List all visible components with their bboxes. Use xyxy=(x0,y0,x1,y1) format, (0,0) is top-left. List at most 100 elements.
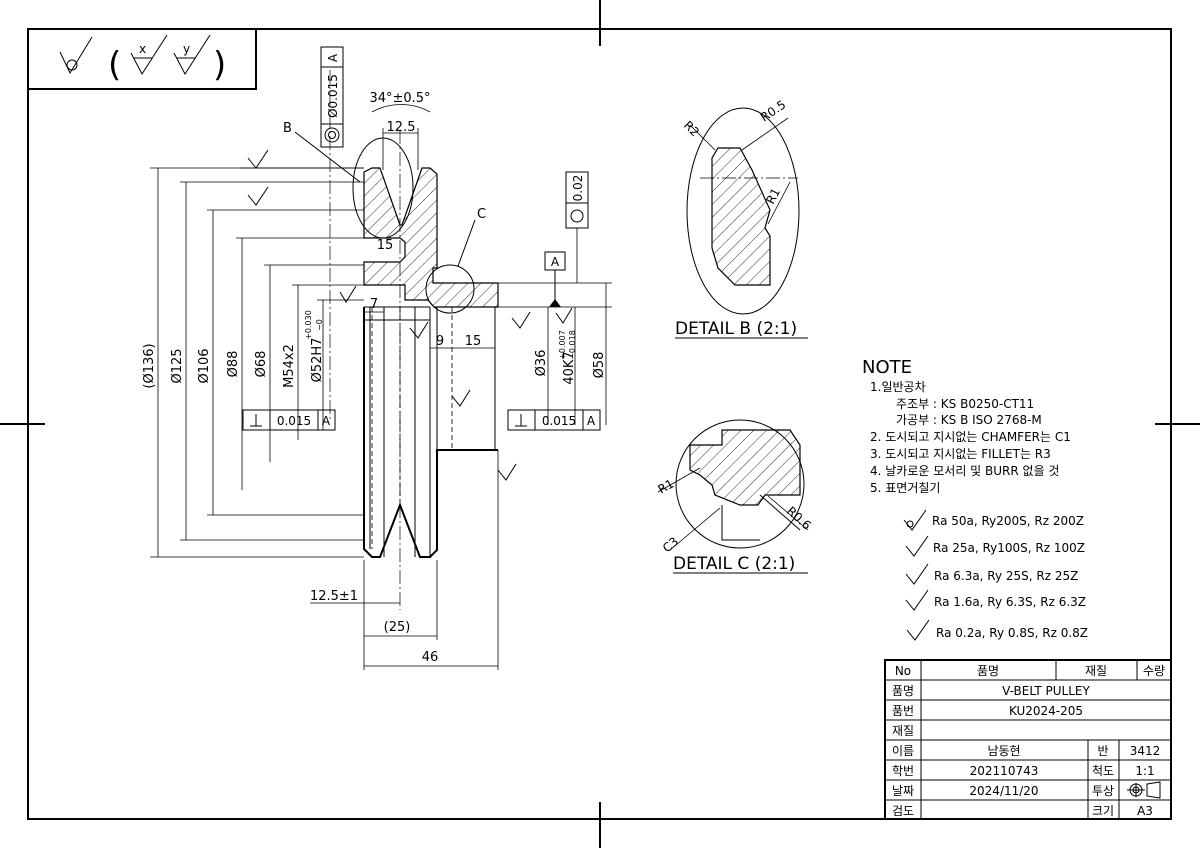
notes: NOTE 1.일반공차 주조부 : KS B0250-CT11 가공부 : KS… xyxy=(862,357,1088,641)
tb-v-class: 3412 xyxy=(1130,744,1161,758)
dim-d125: Ø125 xyxy=(170,348,185,383)
roughness-4: Ra 1.6a, Ry 6.3S, Rz 6.3Z xyxy=(934,595,1086,609)
tb-h-mat: 재질 xyxy=(1085,664,1107,678)
dim-angle: 34°±0.5° xyxy=(369,91,430,106)
roughness-w-icon xyxy=(59,36,93,75)
gdt-perp-left-datum: A xyxy=(322,414,331,428)
dim-w12-5: 12.5 xyxy=(387,120,416,135)
tb-l-mat: 재질 xyxy=(892,724,914,738)
gdt-circularity-frame xyxy=(565,171,589,283)
datum-a-label: A xyxy=(551,255,560,269)
tb-l-class: 반 xyxy=(1097,744,1108,758)
note-line-4: 4. 날카로운 모서리 및 BURR 없을 것 xyxy=(870,464,1059,478)
note-line-5: 5. 표면거칠기 xyxy=(870,481,940,495)
pulley-section xyxy=(363,167,499,558)
tb-v-person: 남동현 xyxy=(987,744,1020,758)
tb-l-id: 학번 xyxy=(892,764,914,778)
note-line-3: 3. 도시되고 지시없는 FILLET는 R3 xyxy=(870,447,1051,461)
sym-x-label: x xyxy=(139,42,146,56)
gdt-perp-left xyxy=(242,409,336,431)
gdt-concentricity-value: Ø0.015 xyxy=(326,74,340,118)
dim-d106: Ø106 xyxy=(197,348,212,383)
title-block xyxy=(884,659,1172,820)
tb-h-no: No xyxy=(895,664,911,678)
gdt-perp-right xyxy=(507,409,601,431)
gdt-circularity-value: 0.02 xyxy=(571,175,585,202)
roughness-3: Ra 6.3a, Ry 25S, Rz 25Z xyxy=(934,569,1078,583)
detail-b-view: R2 R0.5 R1 xyxy=(681,98,800,315)
dim-w46: 46 xyxy=(422,650,439,665)
paren-close: ) xyxy=(213,45,226,85)
tb-v-scale: 1:1 xyxy=(1135,764,1154,778)
tb-v-part: KU2024-205 xyxy=(1009,704,1083,718)
dim-w7: 7 xyxy=(370,297,378,312)
note-title: NOTE xyxy=(862,357,912,378)
roughness-y-icon xyxy=(173,34,211,75)
gdt-perp-right-value: 0.015 xyxy=(542,414,576,428)
dim-d68: Ø68 xyxy=(254,351,269,378)
roughness-5: Ra 0.2a, Ry 0.8S, Rz 0.8Z xyxy=(936,626,1088,640)
dim-k7-tol-up: +0.007 xyxy=(558,330,567,360)
surface-symbols-main xyxy=(240,149,573,481)
note-line-2: 2. 도시되고 지시없는 CHAMFER는 C1 xyxy=(870,430,1071,444)
dim-d88: Ø88 xyxy=(226,351,241,378)
dim-w15: 15 xyxy=(465,334,482,349)
diameter-dimensions xyxy=(150,167,364,558)
dim-w9: 9 xyxy=(436,334,444,349)
gdt-perp-left-value: 0.015 xyxy=(277,414,311,428)
dim-d136: (Ø136) xyxy=(142,343,157,388)
detail-c-title: DETAIL C (2:1) xyxy=(673,554,795,574)
tb-l-date: 날짜 xyxy=(892,784,914,798)
detail-b-r1: R1 xyxy=(763,186,783,207)
detail-c-r1: R1 xyxy=(656,476,677,496)
tb-l-part: 품번 xyxy=(892,704,914,718)
note-line-1: 1.일반공차 xyxy=(870,380,926,394)
tb-l-person: 이름 xyxy=(892,744,914,758)
gdt-perp-right-datum: A xyxy=(587,414,596,428)
gdt-concentricity-frame xyxy=(320,46,344,148)
sym-y-label: y xyxy=(183,42,190,56)
dim-w15-top: 15 xyxy=(377,238,394,253)
note-line-1b: 가공부 : KS B ISO 2768-M xyxy=(896,413,1042,427)
dim-w12-5-tol: 12.5±1 xyxy=(310,589,358,604)
tb-v-date: 2024/11/20 xyxy=(969,784,1038,798)
detail-c-marker xyxy=(425,264,475,314)
dim-d52-tol-up: +0.030 xyxy=(304,310,313,340)
roughness-x-icon xyxy=(130,34,168,75)
tb-v-id: 202110743 xyxy=(970,764,1039,778)
tb-l-check: 검도 xyxy=(892,804,914,818)
general-roughness-box: ( x y ) xyxy=(27,28,257,90)
dim-m54: M54x2 xyxy=(282,344,297,388)
tb-v-size: A3 xyxy=(1137,804,1153,818)
callout-b: B xyxy=(283,121,292,136)
dim-d36: Ø36 xyxy=(534,350,549,377)
callout-c: C xyxy=(477,207,486,222)
detail-b-title: DETAIL B (2:1) xyxy=(675,319,797,339)
bottom-dimensions xyxy=(310,450,499,670)
detail-c-view: R1 C3 R0.6 xyxy=(656,419,814,555)
tb-l-name: 품명 xyxy=(892,684,914,698)
dim-k7-tol-low: −0.018 xyxy=(568,330,577,360)
dim-w25: (25) xyxy=(384,620,411,635)
detail-c-c3: C3 xyxy=(660,534,681,555)
gdt-concentricity-datum: A xyxy=(326,53,340,62)
roughness-1: Ra 50a, Ry200S, Rz 200Z xyxy=(932,514,1084,528)
tb-h-qty: 수량 xyxy=(1143,664,1165,678)
projection-symbol-icon xyxy=(1127,781,1161,799)
note-line-1a: 주조부 : KS B0250-CT11 xyxy=(896,397,1034,411)
detail-c-r06: R0.6 xyxy=(784,504,814,533)
dim-k7: 40K7 xyxy=(562,351,577,384)
datum-triangle xyxy=(549,299,561,307)
roughness-2: Ra 25a, Ry100S, Rz 100Z xyxy=(933,541,1085,555)
tb-l-proj: 투상 xyxy=(1092,784,1114,798)
tb-h-name: 품명 xyxy=(977,664,999,678)
tb-l-scale: 척도 xyxy=(1092,764,1114,778)
tb-l-size: 크기 xyxy=(1092,804,1114,818)
detail-b-r2: R2 xyxy=(681,118,702,139)
tb-v-name: V-BELT PULLEY xyxy=(1002,684,1090,698)
dim-d52: Ø52H7 xyxy=(310,338,325,383)
paren-open: ( xyxy=(108,45,121,85)
dim-d52-tol-low: −0 xyxy=(315,319,324,331)
